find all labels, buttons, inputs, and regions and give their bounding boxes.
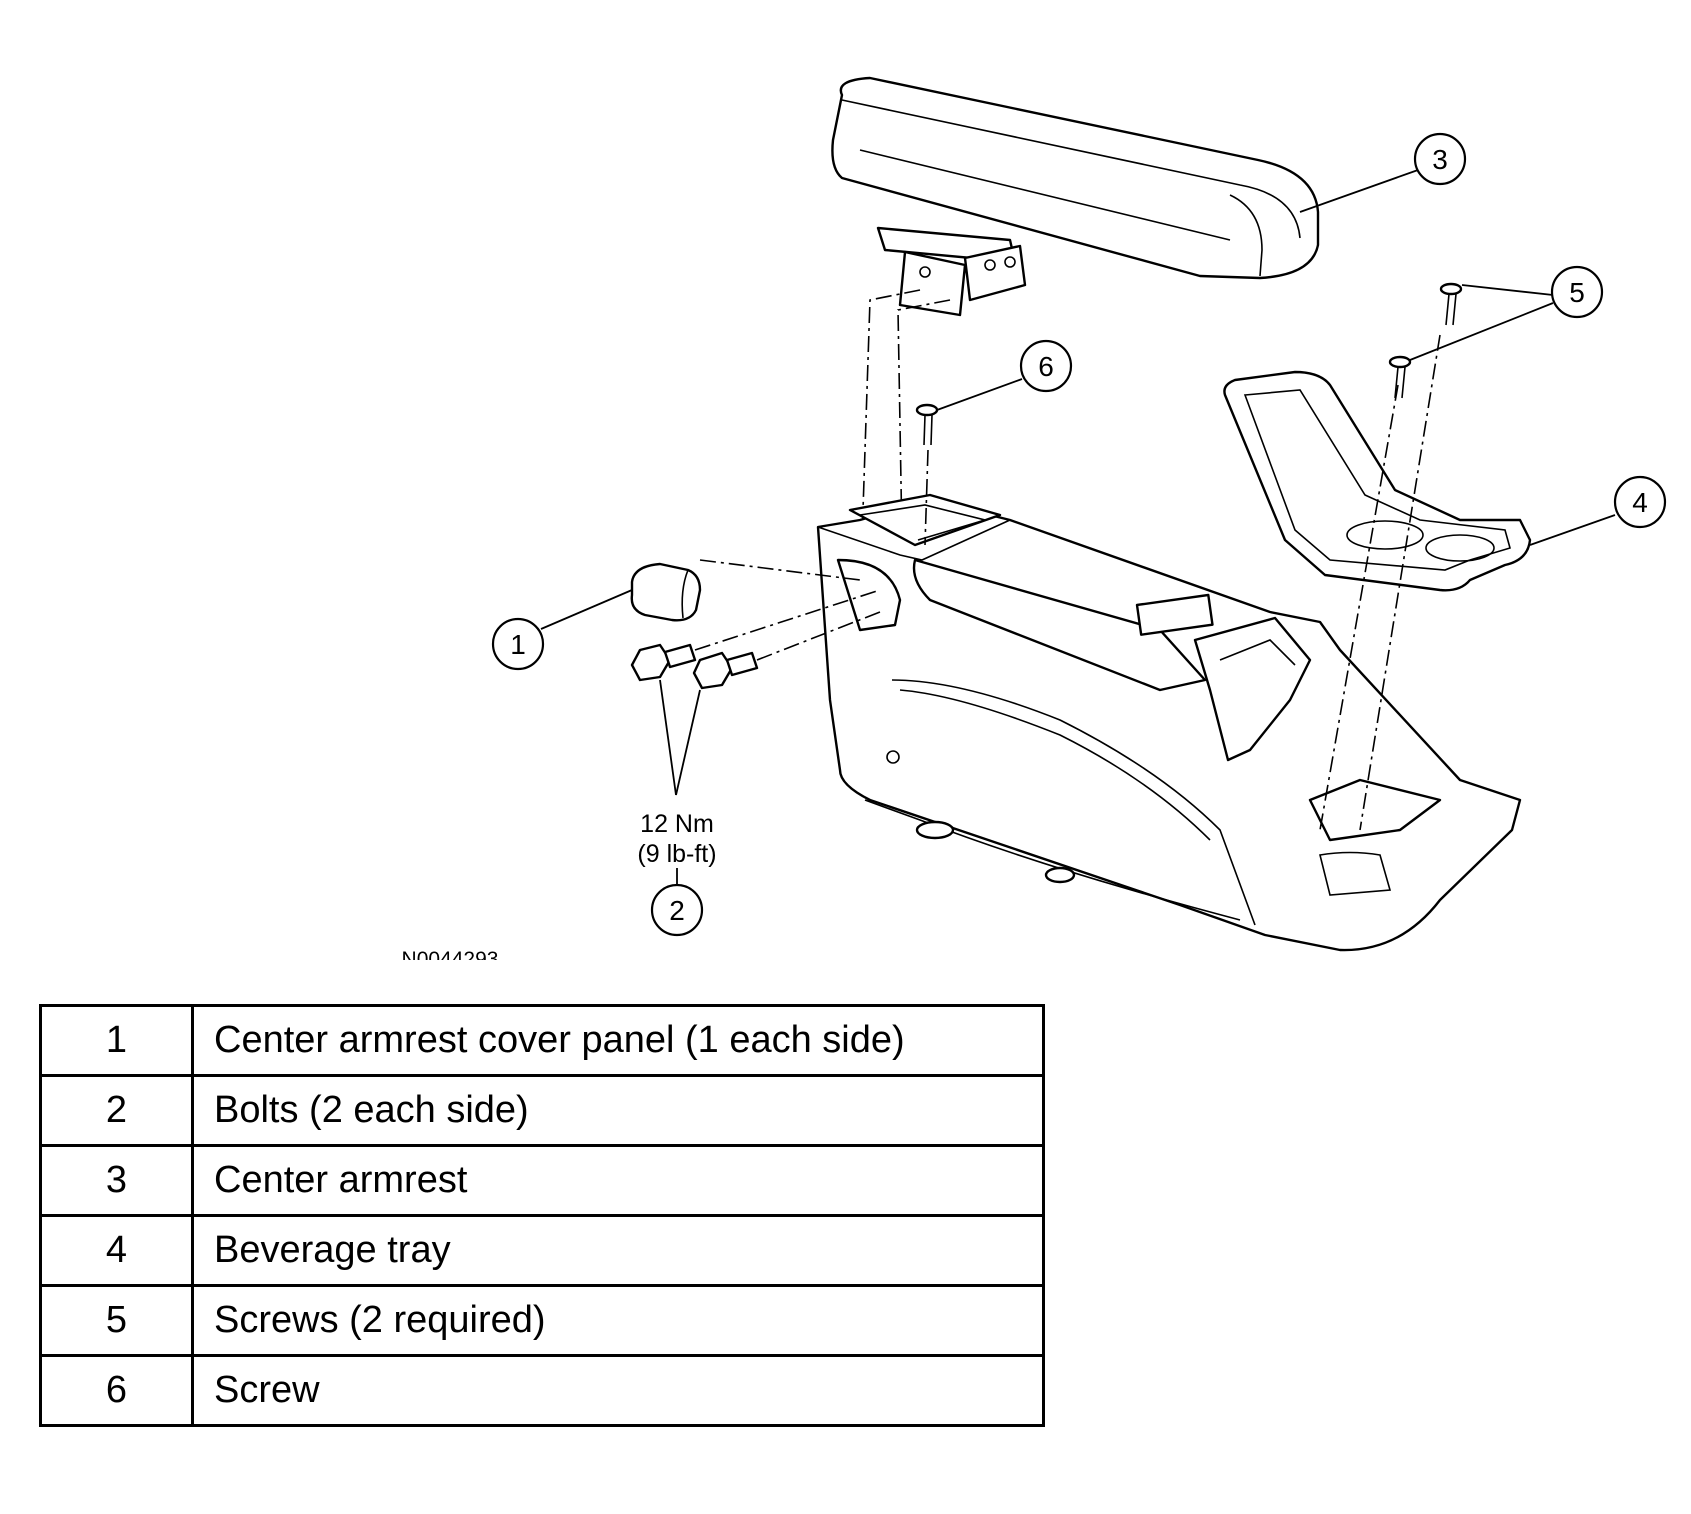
- legend-description: Screws (2 required): [191, 1284, 1045, 1357]
- svg-text:6: 6: [1038, 351, 1054, 382]
- svg-text:4: 4: [1632, 487, 1648, 518]
- table-row: 2 Bolts (2 each side): [39, 1074, 1045, 1147]
- legend-description: Center armrest: [191, 1144, 1045, 1217]
- legend-number: 5: [39, 1284, 194, 1357]
- callout-6: 6: [1019, 339, 1073, 393]
- torque-metric-label: 12 Nm: [640, 810, 714, 838]
- console-body-drawing: [816, 493, 1522, 952]
- svg-text:2: 2: [669, 895, 685, 926]
- callout-3: 3: [1413, 132, 1467, 186]
- table-row: 3 Center armrest: [39, 1144, 1045, 1217]
- table-row: 1 Center armrest cover panel (1 each sid…: [39, 1004, 1045, 1077]
- table-row: 6 Screw: [39, 1354, 1045, 1427]
- legend-number: 2: [39, 1074, 194, 1147]
- callout-2: 2: [650, 883, 704, 937]
- callout-5: 5: [1550, 265, 1604, 319]
- svg-text:5: 5: [1569, 277, 1585, 308]
- parts-legend-table: 1 Center armrest cover panel (1 each sid…: [39, 1004, 1045, 1427]
- legend-number: 1: [39, 1004, 194, 1077]
- table-row: 4 Beverage tray: [39, 1214, 1045, 1287]
- legend-description: Screw: [191, 1354, 1045, 1427]
- torque-imperial-label: (9 lb-ft): [637, 840, 716, 868]
- svg-text:3: 3: [1432, 144, 1448, 175]
- legend-number: 4: [39, 1214, 194, 1287]
- svg-text:1: 1: [510, 629, 526, 660]
- exploded-view-diagram: 3 5 6 4 1 2 12 Nm (9 lb-ft) N0044293: [402, 76, 1667, 960]
- legend-description: Bolts (2 each side): [191, 1074, 1045, 1147]
- screws-drawing: [915, 282, 1463, 446]
- callout-1: 1: [491, 617, 545, 671]
- figure-id-label: N0044293: [402, 948, 499, 960]
- legend-description: Center armrest cover panel (1 each side): [191, 1004, 1045, 1077]
- legend-description: Beverage tray: [191, 1214, 1045, 1287]
- beverage-tray-drawing: [1223, 370, 1532, 592]
- legend-number: 3: [39, 1144, 194, 1217]
- bolts-drawing: [630, 643, 759, 690]
- cover-panel-drawing: [630, 562, 702, 622]
- table-row: 5 Screws (2 required): [39, 1284, 1045, 1357]
- legend-number: 6: [39, 1354, 194, 1427]
- callout-4: 4: [1613, 475, 1667, 529]
- center-armrest-drawing: [831, 76, 1320, 317]
